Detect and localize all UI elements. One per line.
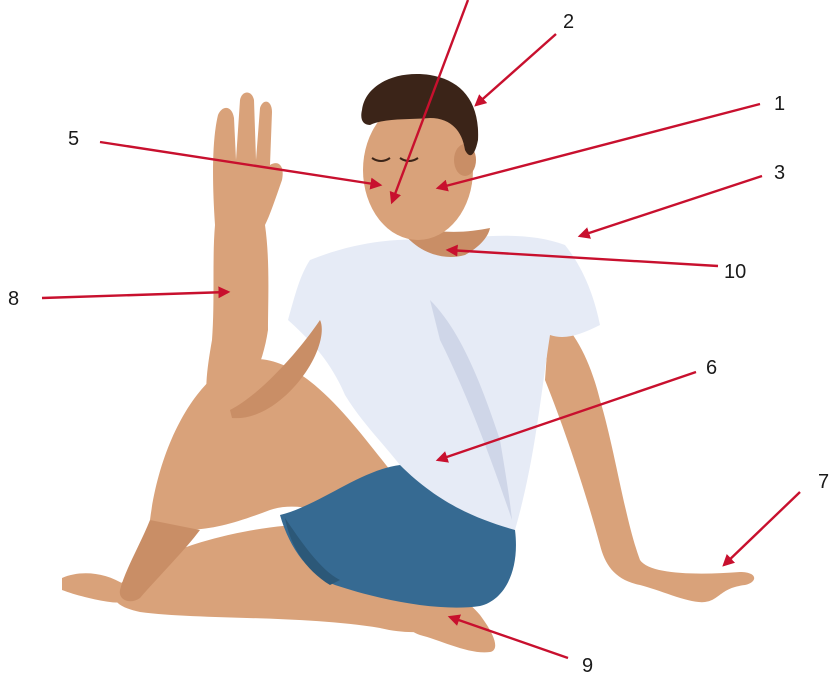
label-6: 6	[706, 357, 717, 379]
arrow-3	[580, 176, 762, 236]
arrow-7	[724, 492, 800, 565]
raised-hand	[213, 93, 283, 226]
label-10: 10	[724, 261, 746, 283]
label-1: 1	[774, 93, 785, 115]
arrow-1	[438, 104, 760, 188]
label-4: 4	[470, 0, 481, 3]
left-foot	[62, 573, 129, 602]
label-3: 3	[774, 162, 785, 184]
label-8: 8	[8, 288, 19, 310]
label-5: 5	[68, 128, 79, 150]
label-9: 9	[582, 655, 593, 677]
label-2: 2	[563, 11, 574, 33]
back-arm	[545, 310, 754, 602]
arrow-2	[476, 34, 556, 105]
label-7: 7	[818, 471, 829, 493]
arrow-8	[42, 292, 228, 298]
